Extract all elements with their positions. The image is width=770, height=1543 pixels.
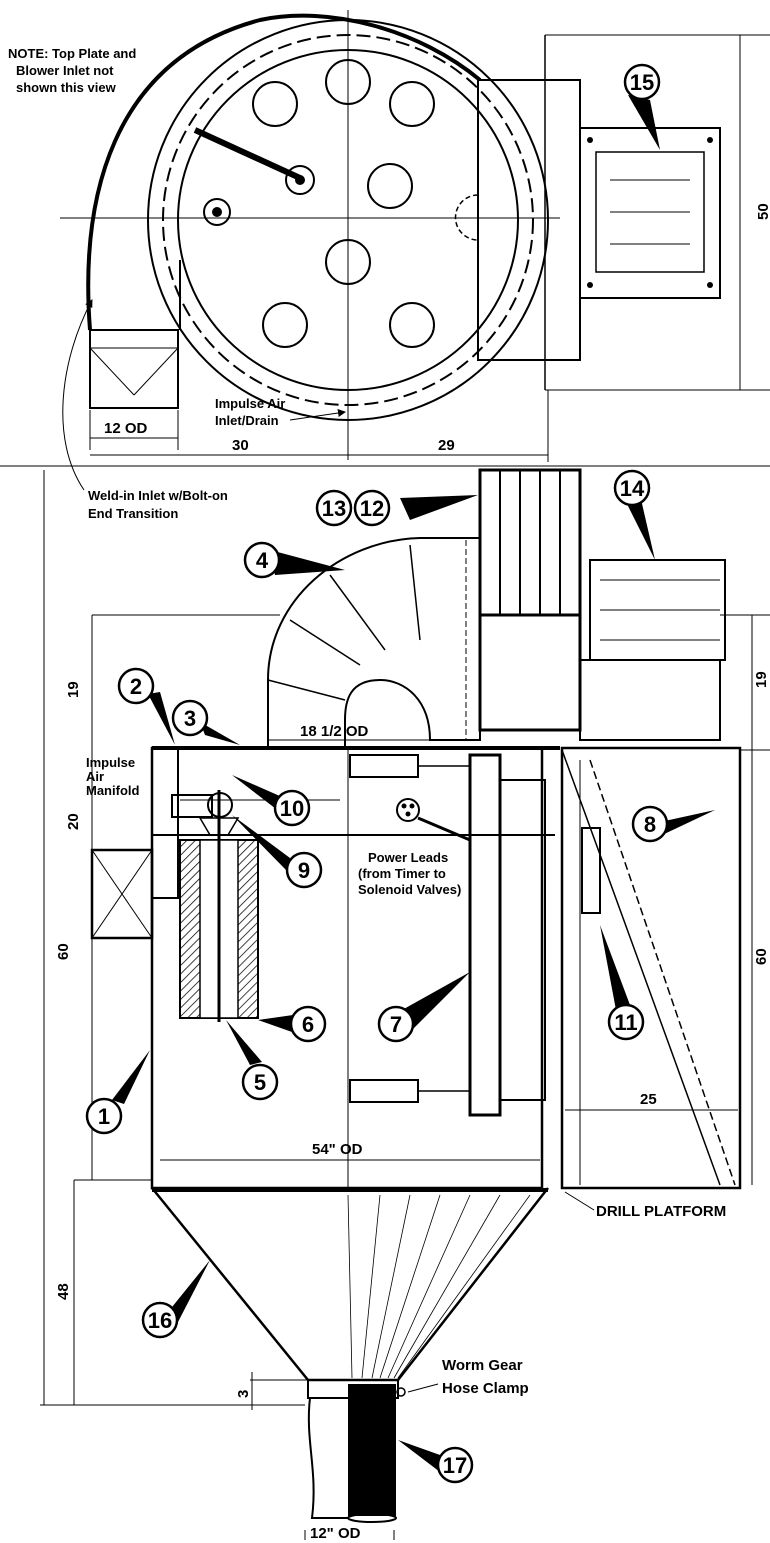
dim-inlet-od: 12 OD [104,420,148,437]
dim-left-60: 60 [55,943,72,960]
impulse-air-inlet-label-1: Impulse Air [215,396,285,411]
callout-15: 15 [630,70,654,95]
power-lead-connector [396,798,420,822]
valve-icon [203,198,231,226]
dim-left-19: 19 [65,681,82,698]
weld-in-inlet-label-1: Weld-in Inlet w/Bolt-on [88,488,228,503]
dim-outlet-od: 12" OD [310,1525,361,1542]
callout-6: 6 [302,1012,314,1037]
callout-13: 13 [322,496,346,521]
callout-5: 5 [254,1070,266,1095]
callouts: 15 13 12 14 4 2 3 10 9 8 [85,63,715,1484]
side-view: Weld-in Inlet w/Bolt-on End Transition [0,299,770,1542]
dim-duct-od: 18 1/2 OD [300,723,369,740]
drill-platform-label: DRILL PLATFORM [596,1203,726,1220]
filter-hole [262,302,308,348]
hose-section [348,1384,396,1516]
top-note-line-2: Blower Inlet not [16,63,114,78]
blower-housing [477,79,581,361]
blower-unit [478,468,582,617]
hose-left [307,1397,348,1519]
dim-left-20: 20 [65,813,82,830]
filter-hole [252,81,298,127]
weld-in-inlet-label-2: End Transition [88,506,178,521]
dim-30: 30 [232,437,249,454]
dim-right-25: 25 [640,1091,657,1108]
callout-1: 1 [98,1104,110,1129]
power-leads-label-1: Power Leads [368,850,448,865]
motor-body [595,151,705,273]
callout-10: 10 [280,796,304,821]
power-leads-label-2: (from Timer to [358,866,446,881]
dim-50: 50 [755,203,770,220]
filter-hole [389,302,435,348]
manifold-label-2: Air [86,769,104,784]
top-view: NOTE: Top Plate and Blower Inlet not sho… [8,10,770,462]
callout-8: 8 [644,812,656,837]
impulse-air-inlet-label-2: Inlet/Drain [215,413,279,428]
callout-16: 16 [148,1308,172,1333]
drill-frame [560,746,742,1190]
dim-left-48: 48 [55,1283,72,1300]
callout-2: 2 [130,674,142,699]
callout-7: 7 [390,1012,402,1037]
worm-gear-label-2: Hose Clamp [442,1380,529,1397]
filter-hole [367,163,413,209]
callout-14: 14 [620,476,645,501]
dim-right-60: 60 [753,948,770,965]
callout-12: 12 [360,496,384,521]
top-inlet [89,329,179,409]
valve-icon [285,165,315,195]
scroll-housing-outline [86,13,482,331]
manifold-label-1: Impulse [86,755,135,770]
top-note-line-3: shown this view [16,80,117,95]
dim-29: 29 [438,437,455,454]
worm-gear-label-1: Worm Gear [442,1357,523,1374]
power-leads-label-3: Solenoid Valves) [358,882,461,897]
manifold-arm [193,127,302,181]
dim-body-od: 54" OD [312,1141,363,1158]
callout-9: 9 [298,858,310,883]
blower-housing-side [478,613,582,732]
dim-right-19: 19 [753,671,770,688]
support-frame [468,753,502,1117]
blower-dashed [454,194,479,241]
top-note-line-1: NOTE: Top Plate and [8,46,136,61]
solenoid-valve [171,794,213,818]
filter-hole [389,81,435,127]
callout-17: 17 [443,1453,467,1478]
callout-11: 11 [614,1010,637,1035]
callout-3: 3 [184,706,196,731]
lower-cylinder [349,1079,419,1103]
manifold-label-3: Manifold [86,783,139,798]
upper-cylinder [349,754,419,778]
callout-4: 4 [256,548,269,573]
dim-left-3: 3 [235,1390,252,1398]
